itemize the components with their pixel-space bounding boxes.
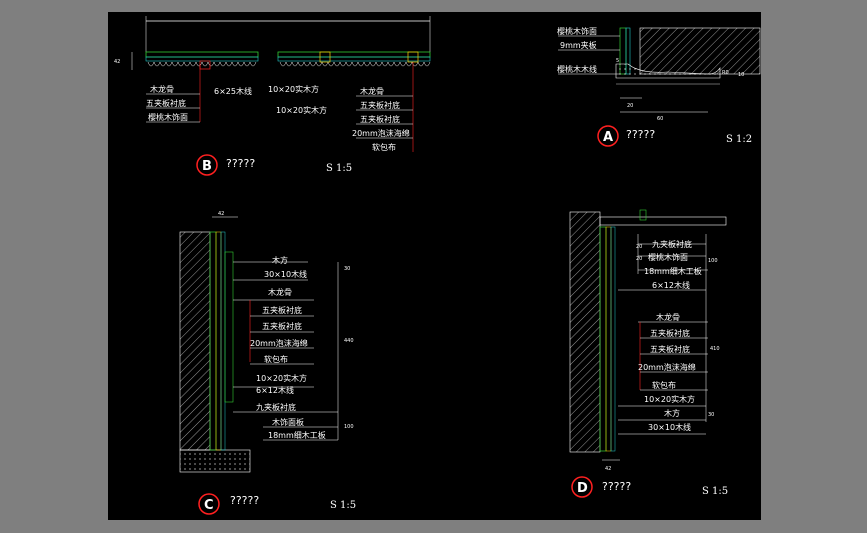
label-d-5: 五夹板衬底 (650, 328, 690, 338)
label-b-right-4: 软包布 (372, 142, 396, 152)
label-c-3: 五夹板衬底 (262, 305, 302, 315)
dim-d-4: 410 (710, 346, 720, 352)
label-c-7: 10×20实木方 (256, 373, 307, 383)
drawing-canvas: 42 木龙骨 五夹板衬底 樱桃木饰面 6×25木线 10×20实木方 10×20… (108, 12, 761, 520)
marker-c-circle (198, 493, 220, 515)
marker-a-letter: A (603, 130, 613, 145)
label-c-1: 30×10木线 (264, 269, 307, 279)
label-d-11: 30×10木线 (648, 422, 691, 432)
dim-d-2: 20 (636, 256, 642, 262)
label-c-5: 20mm泡沫海绵 (250, 338, 308, 348)
label-b-left-2: 樱桃木饰面 (148, 112, 188, 122)
title-a: ????? (626, 128, 655, 141)
dim-a-0: 5 (616, 58, 619, 64)
dim-d-3: 100 (708, 258, 718, 264)
detail-d: 42 九夹板衬底 樱桃木饰面 18mm细木工板 6×12木线 木龙骨 五夹板衬底… (569, 209, 728, 498)
label-d-6: 五夹板衬底 (650, 344, 690, 354)
scale-a: S 1:2 (726, 134, 752, 145)
dim-a-3: 20 (627, 103, 633, 109)
label-b-right-3: 20mm泡沫海绵 (352, 128, 410, 138)
label-d-8: 软包布 (652, 380, 676, 390)
dim-c-0: 42 (218, 211, 224, 217)
label-d-9: 10×20实木方 (644, 394, 695, 404)
label-b-right-2: 五夹板衬底 (360, 114, 400, 124)
title-c: ????? (230, 494, 259, 507)
cad-drawing: 42 木龙骨 五夹板衬底 樱桃木饰面 6×25木线 10×20实木方 10×20… (114, 16, 761, 515)
dim-a-1: R0 (722, 70, 729, 76)
label-c-4: 五夹板衬底 (262, 321, 302, 331)
label-c-8: 6×12木线 (256, 385, 294, 395)
dim-d-0: 42 (605, 466, 611, 472)
label-b-left-1: 五夹板衬底 (146, 98, 186, 108)
label-d-1: 樱桃木饰面 (648, 252, 688, 262)
label-b-right-0: 木龙骨 (360, 86, 384, 96)
label-c-6: 软包布 (264, 354, 288, 364)
marker-d-circle (571, 476, 593, 498)
wall-hatch-c (179, 231, 211, 451)
marker-b-circle (196, 154, 218, 176)
detail-c: 42 木方 30×10木线 木龙骨 五夹板衬底 五夹板衬底 20mm泡沫海绵 软… (179, 211, 356, 515)
label-a-2: 樱桃木木线 (557, 64, 597, 74)
marker-a-circle (597, 125, 619, 147)
detail-a: 樱桃木饰面 9mm夹板 樱桃木木线 5 R0 10 20 60 A ????? … (557, 26, 761, 147)
label-d-4: 木龙骨 (656, 312, 680, 322)
wall-hatch-d (569, 211, 601, 453)
dim-d-5: 30 (708, 412, 714, 418)
detail-b: 42 木龙骨 五夹板衬底 樱桃木饰面 6×25木线 10×20实木方 10×20… (114, 16, 431, 176)
label-d-7: 20mm泡沫海绵 (638, 362, 696, 372)
label-c-11: 18mm细木工板 (268, 430, 326, 440)
label-d-3: 6×12木线 (652, 280, 690, 290)
scale-d: S 1:5 (702, 486, 728, 497)
wall-hatch-a (639, 27, 761, 75)
label-c-2: 木龙骨 (268, 287, 292, 297)
label-c-9: 九夹板衬底 (256, 402, 296, 412)
label-b-center-0: 10×20实木方 (268, 84, 319, 94)
dim-d-1: 20 (636, 244, 642, 250)
scale-b: S 1:5 (326, 163, 352, 174)
dim-a-2: 10 (738, 72, 744, 78)
dim-c-2: 440 (344, 338, 354, 344)
marker-d-letter: D (577, 481, 588, 496)
label-a-0: 樱桃木饰面 (557, 26, 597, 36)
scale-c: S 1:5 (330, 500, 356, 511)
label-d-10: 木方 (664, 408, 680, 418)
dim-a-4: 60 (657, 116, 663, 122)
label-b-center-1: 10×20实木方 (276, 105, 327, 115)
dim-b-height: 42 (114, 59, 120, 65)
label-b-mid: 6×25木线 (214, 86, 252, 96)
marker-c-letter: C (204, 498, 214, 513)
label-b-right-1: 五夹板衬底 (360, 100, 400, 110)
dim-c-1: 30 (344, 266, 350, 272)
label-d-0: 九夹板衬底 (652, 239, 692, 249)
dim-c-3: 100 (344, 424, 354, 430)
label-d-2: 18mm细木工板 (644, 266, 702, 276)
label-c-0: 木方 (272, 255, 288, 265)
label-a-1: 9mm夹板 (560, 40, 597, 50)
label-c-10: 木饰面板 (272, 417, 304, 427)
marker-b-letter: B (202, 159, 212, 174)
title-d: ????? (602, 480, 631, 493)
title-b: ????? (226, 157, 255, 170)
label-b-left-0: 木龙骨 (150, 84, 174, 94)
